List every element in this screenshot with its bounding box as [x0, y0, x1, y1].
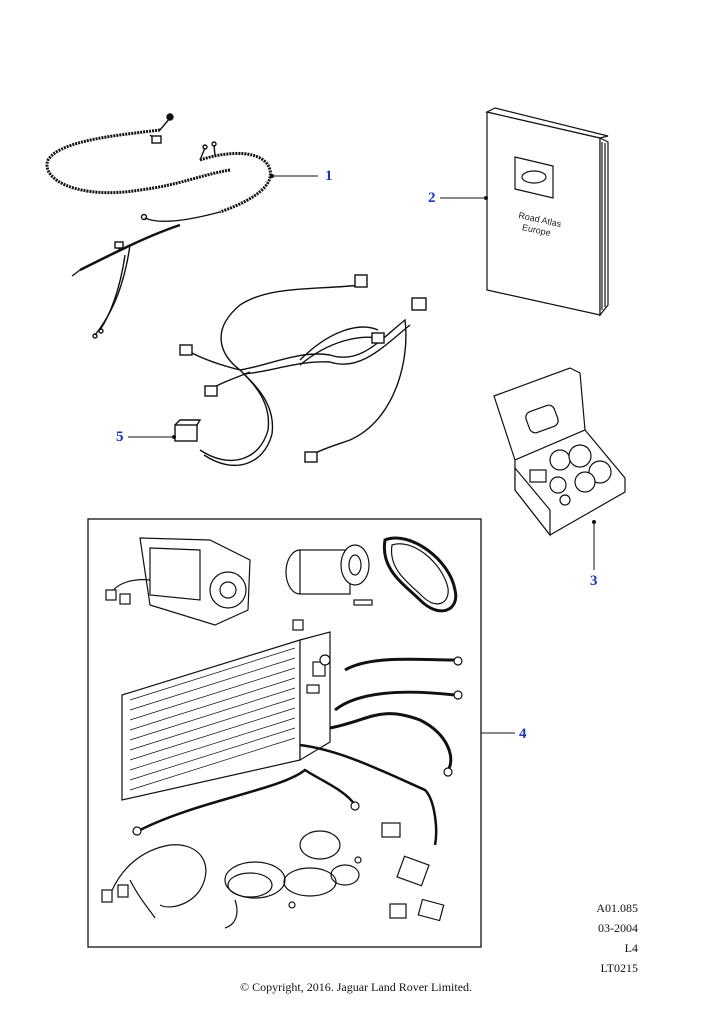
reference-block: A01.085 03-2004 L4 LT0215 [596, 898, 638, 978]
callout-4: 4 [519, 726, 527, 742]
callout-1: 1 [325, 168, 333, 184]
reference-id: A01.085 [596, 901, 638, 915]
reference-date: 03-2004 [598, 921, 638, 935]
callout-2: 2 [428, 190, 436, 206]
reference-level: L4 [624, 941, 638, 955]
part-1-harness [45, 113, 272, 339]
callout-3: 3 [590, 573, 598, 589]
part-5-harness [174, 274, 427, 466]
copyright-notice: © Copyright, 2016. Jaguar Land Rover Lim… [239, 980, 473, 994]
part-2-road-atlas-book: Road Atlas Europe [485, 107, 609, 317]
reference-code: LT0215 [600, 961, 638, 975]
part-3-bulb-kit [493, 367, 626, 537]
part-4-ac-kit [101, 536, 463, 929]
callout-5: 5 [116, 429, 124, 445]
